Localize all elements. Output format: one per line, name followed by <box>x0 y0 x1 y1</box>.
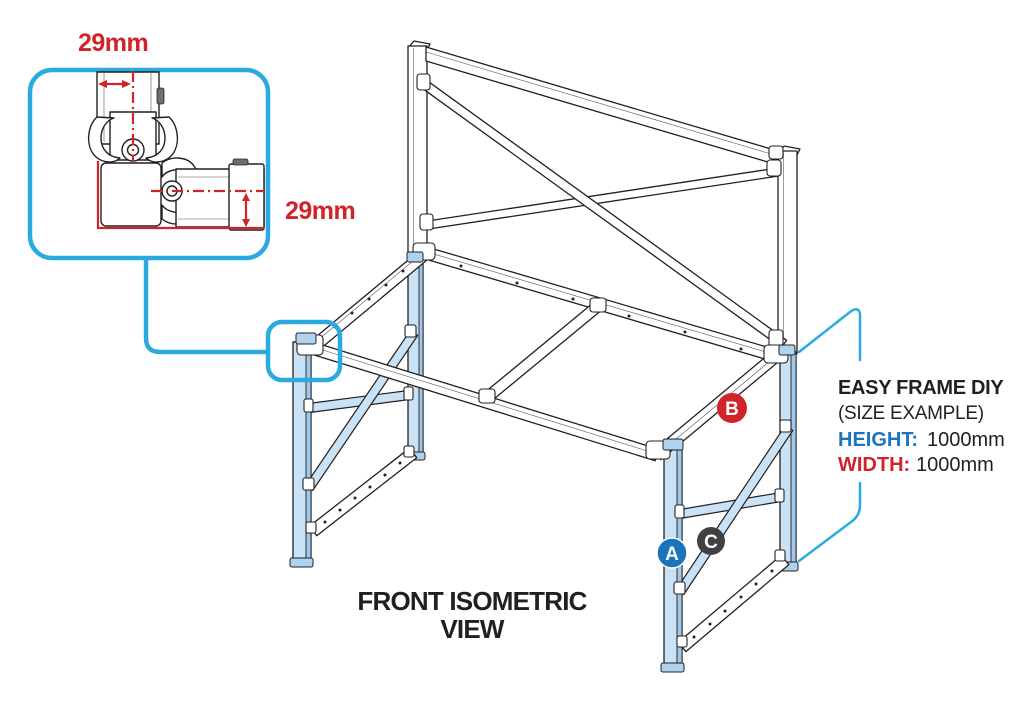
spec-width-value: 1000mm <box>916 454 994 476</box>
joint-clamp <box>419 213 434 231</box>
badge-b-circle <box>717 393 747 423</box>
leg-top-cap <box>662 438 684 451</box>
rivets <box>692 569 774 639</box>
caption-line1: FRONT ISOMETRIC <box>357 586 587 616</box>
badge-c-letter: C <box>704 532 718 553</box>
leg-foot <box>289 557 314 568</box>
dimension-lines <box>96 71 264 230</box>
joint-clamp <box>404 324 417 338</box>
clamp-wing-left <box>87 116 121 163</box>
rivets <box>323 461 402 524</box>
arrowhead-left <box>98 80 107 88</box>
size-bracket-top <box>797 308 862 362</box>
callout-target-box <box>265 319 343 383</box>
size-bracket-bottom <box>797 481 862 563</box>
joint-clamp <box>305 521 317 534</box>
arrowhead-up <box>242 193 250 201</box>
spec-subtitle: (SIZE EXAMPLE) <box>838 403 984 424</box>
joint-clamp <box>774 549 786 562</box>
joint-clamp <box>674 504 685 519</box>
view-caption: FRONT ISOMETRIC VIEW <box>357 586 588 644</box>
spec-width-label: WIDTH: <box>838 454 910 476</box>
deck-mid-joint <box>478 388 496 404</box>
joint-clamp <box>766 159 782 177</box>
joint-clamp <box>302 477 315 491</box>
tube-clip <box>156 87 165 105</box>
arrowhead-down <box>242 219 250 227</box>
joint-clamp <box>303 398 314 413</box>
deck-platform <box>295 242 796 462</box>
badge-a-circle <box>656 537 688 569</box>
joint-clamp <box>768 329 784 347</box>
caption-line2: VIEW <box>440 614 505 644</box>
joint-clamp <box>774 488 785 503</box>
size-annotation: EASY FRAME DIY (SIZE EXAMPLE) HEIGHT: 10… <box>797 308 1005 563</box>
leg-top-cap <box>778 344 796 356</box>
callout-connector <box>143 258 343 383</box>
leg-top-cap <box>295 332 317 345</box>
corner-joint-detail <box>87 71 265 231</box>
joint-clamp <box>779 419 792 433</box>
leg-top-cap <box>406 251 424 263</box>
right-bottom-rail <box>677 554 790 653</box>
clamp-wing-right <box>145 116 179 163</box>
part-label-badges: B A C <box>656 393 747 569</box>
back-brace-up <box>426 167 780 230</box>
back-panel <box>407 40 801 355</box>
tube-clip <box>232 158 249 166</box>
joint-clamp <box>676 635 688 648</box>
detail-callout: 29mm 29mm <box>27 29 356 261</box>
spec-height-value: 1000mm <box>927 429 1005 451</box>
joint-clamp <box>403 445 415 458</box>
back-top-rail <box>425 46 779 166</box>
spec-height-label: HEIGHT: <box>838 429 918 451</box>
joint-clamp <box>416 73 431 91</box>
back-right-post <box>777 150 798 355</box>
rivets <box>459 264 743 351</box>
joint-clamp <box>403 386 414 401</box>
badge-c-circle <box>697 527 725 555</box>
dimension-29mm-top: 29mm <box>78 29 148 57</box>
deck-mid-joint <box>589 297 607 313</box>
arrowhead-right <box>122 80 131 88</box>
joint-clamp <box>673 581 686 595</box>
badge-b-letter: B <box>725 399 739 420</box>
joint-clamp <box>768 145 784 160</box>
spec-title: EASY FRAME DIY <box>838 377 1004 399</box>
dimension-29mm-right: 29mm <box>285 197 355 225</box>
callout-leader-line <box>143 258 268 355</box>
leg-foot <box>660 662 685 673</box>
badge-a-letter: A <box>665 544 679 565</box>
deck-middle-member <box>484 301 603 401</box>
post-section <box>100 162 162 227</box>
